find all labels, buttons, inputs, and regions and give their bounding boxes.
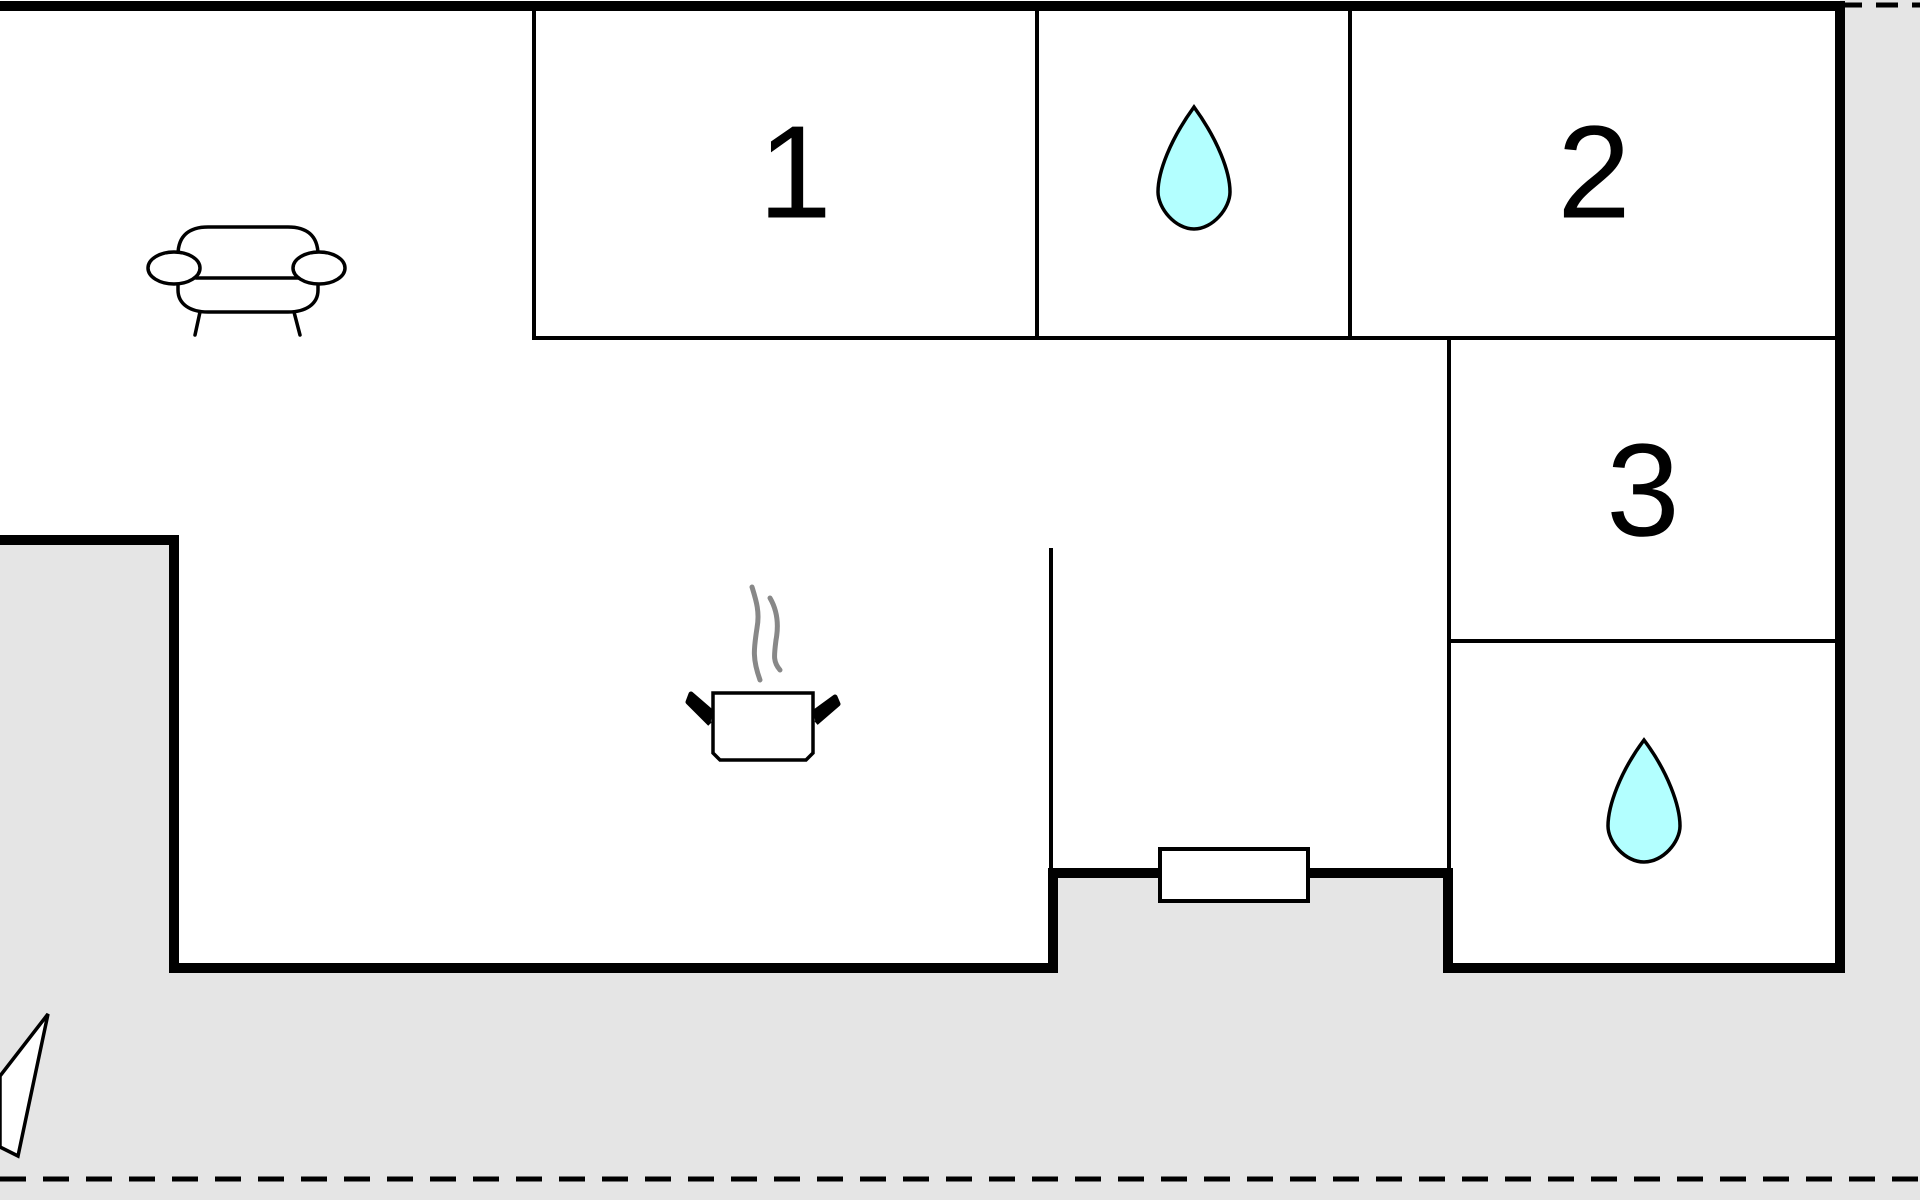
- water-drop-icon: [1156, 104, 1232, 231]
- room-number-1: 1: [758, 99, 831, 246]
- room-number-3: 3: [1606, 417, 1679, 564]
- sofa-icon: [146, 225, 347, 337]
- cooking-pot-icon: [685, 584, 841, 762]
- compass-arrow-icon: [0, 1012, 50, 1159]
- room-number-2: 2: [1557, 99, 1630, 246]
- water-drop-icon: [1606, 737, 1682, 864]
- window-icon: [1158, 847, 1310, 903]
- indoor-floor: [0, 0, 1840, 967]
- interior-walls: [532, 6, 1836, 873]
